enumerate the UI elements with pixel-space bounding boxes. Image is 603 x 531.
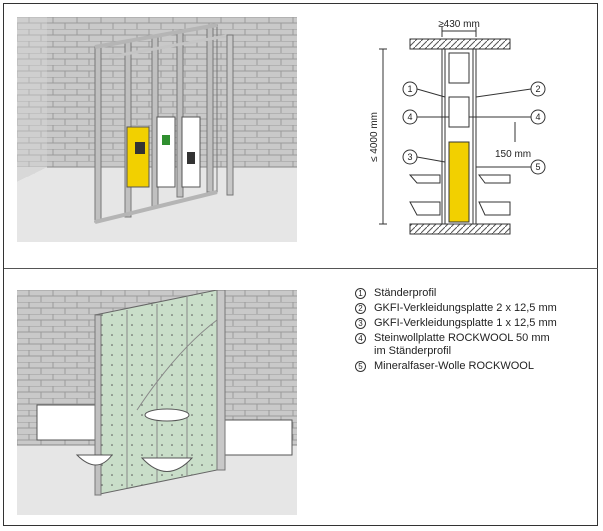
legend-number: 2 [355, 303, 366, 314]
legend-text: GKFI-Verkleidungsplatte 1 x 12,5 mm [374, 317, 557, 329]
legend-text: Ständerprofil [374, 287, 437, 299]
ceiling-slab [409, 38, 511, 50]
bathtub-left [36, 404, 98, 441]
height-dimension: ≤ 4000 mm [369, 112, 380, 162]
legend-text-continued: im Ständerprofil [374, 345, 452, 357]
callout-4-right: 4 [535, 112, 540, 122]
floor-slab [409, 223, 511, 235]
legend-text: Steinwollplatte ROCKWOOL 50 mm [374, 332, 550, 344]
frame-construction-illustration [17, 17, 297, 242]
section-drawing: ≥430 mm ≤ 4000 mm 150 mm 1 2 3 4 4 5 [369, 19, 546, 235]
callout-5: 5 [535, 162, 540, 172]
finished-wall-illustration [17, 290, 297, 515]
legend-number: 3 [355, 318, 366, 329]
toilet-left [409, 201, 441, 216]
legend-item: 3 GKFI-Verkleidungsplatte 1 x 12,5 mm [355, 317, 595, 330]
callout-1: 1 [407, 84, 412, 94]
installation-elements [126, 116, 201, 188]
width-dimension: ≥430 mm [438, 19, 480, 30]
toilet-right [478, 201, 511, 216]
legend-item: 1 Ständerprofil [355, 287, 595, 300]
legend-number: 4 [355, 333, 366, 344]
basin-left-upper [408, 174, 441, 184]
legend-number: 5 [355, 361, 366, 372]
legend: 1 Ständerprofil 2 GKFI-Verkleidungsplatt… [355, 287, 595, 375]
wall-section [441, 48, 477, 225]
washbasin [144, 408, 190, 422]
section-divider [4, 268, 598, 269]
basin-right-upper [478, 174, 511, 184]
callout-3: 3 [407, 152, 412, 162]
offset-dimension: 150 mm [495, 149, 531, 160]
callout-4-left: 4 [407, 112, 412, 122]
wall-toilet [140, 457, 194, 472]
legend-item: 4 Steinwollplatte ROCKWOOL 50 mm im Stän… [355, 332, 595, 358]
legend-text: GKFI-Verkleidungsplatte 2 x 12,5 mm [374, 302, 557, 314]
figure-frame [3, 3, 598, 526]
wall-toilet-left [75, 454, 114, 466]
legend-number: 1 [355, 288, 366, 299]
callouts: 1 2 3 4 4 5 [402, 81, 546, 175]
legend-item: 2 GKFI-Verkleidungsplatte 2 x 12,5 mm [355, 302, 595, 315]
callout-2: 2 [535, 84, 540, 94]
legend-text: Mineralfaser-Wolle ROCKWOOL [374, 360, 534, 372]
legend-item: 5 Mineralfaser-Wolle ROCKWOOL [355, 360, 595, 373]
